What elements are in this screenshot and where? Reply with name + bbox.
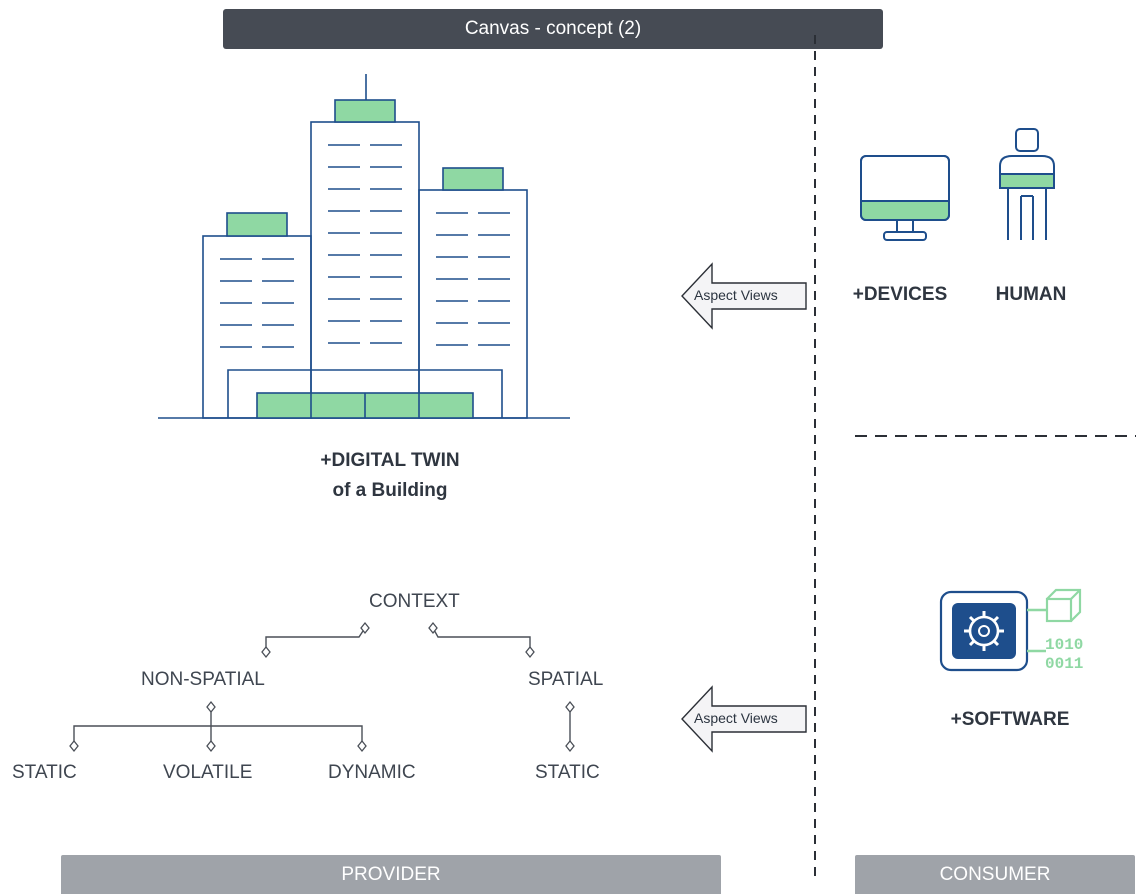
aspect-views-arrow-bottom (681, 685, 807, 753)
context-tree-connectors (73, 627, 571, 745)
tree-node-volatile: VOLATILE (163, 762, 253, 783)
digital-twin-caption: +DIGITAL TWIN of a Building (290, 446, 490, 506)
context-tree-diamonds (69, 621, 575, 753)
digital-twin-subtitle: of a Building (332, 480, 448, 501)
canvas-title-bar: Canvas - concept (2) (223, 9, 883, 49)
tree-node-static-left: STATIC (12, 762, 77, 783)
cube-icon (1045, 588, 1082, 623)
tree-node-dynamic: DYNAMIC (328, 762, 416, 783)
human-icon (999, 128, 1055, 240)
consumer-label: CONSUMER (939, 863, 1051, 885)
tree-node-static-right: STATIC (535, 762, 600, 783)
human-label: HUMAN (995, 284, 1067, 305)
binary-line-1: 1010 (1045, 636, 1083, 654)
aspect-views-label-bottom: Aspect Views (694, 710, 778, 726)
aspect-views-arrow-top (681, 262, 807, 330)
binary-line-2: 0011 (1045, 655, 1083, 673)
building-icon (158, 74, 570, 419)
provider-bar: PROVIDER (61, 855, 721, 894)
provider-label: PROVIDER (341, 863, 441, 885)
tree-node-non-spatial: NON-SPATIAL (141, 669, 265, 690)
monitor-icon (860, 155, 950, 241)
tree-node-context: CONTEXT (369, 591, 460, 612)
aspect-views-label-top: Aspect Views (694, 287, 778, 303)
software-label: +SOFTWARE (950, 709, 1070, 730)
software-icon: 1010 0011 (939, 588, 1083, 673)
consumer-bar: CONSUMER (855, 855, 1135, 894)
devices-label: +DEVICES (852, 284, 948, 305)
tree-node-spatial: SPATIAL (528, 669, 604, 690)
digital-twin-title: +DIGITAL TWIN (320, 450, 460, 471)
canvas-title: Canvas - concept (2) (464, 18, 642, 39)
